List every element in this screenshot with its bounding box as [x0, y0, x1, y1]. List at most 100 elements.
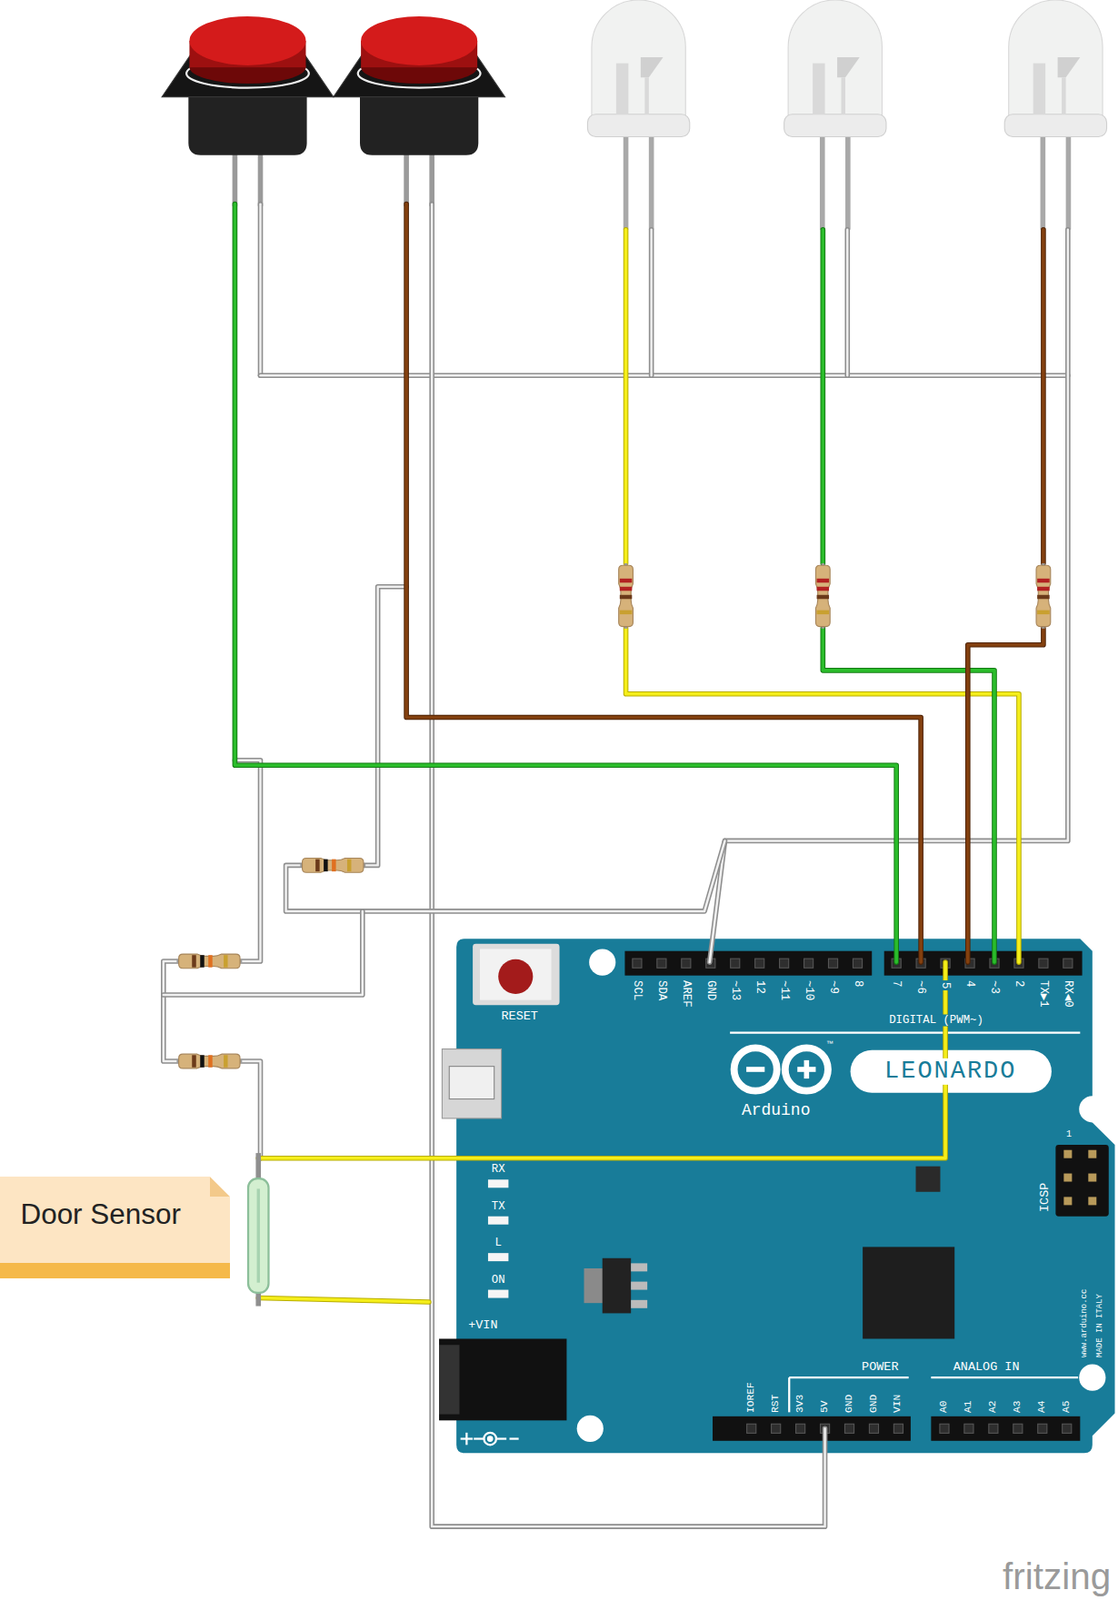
header-pin: [893, 1424, 903, 1434]
pin-name: GND: [844, 1394, 856, 1413]
wire: [258, 1298, 430, 1303]
pin-name: RX◀0: [1061, 980, 1074, 1009]
push-button: [333, 16, 506, 207]
pin-name: IOREF: [746, 1382, 758, 1414]
header-label: POWER: [861, 1361, 899, 1375]
wire: [626, 628, 1019, 963]
wire: [406, 204, 921, 963]
watermark: fritzing: [1002, 1557, 1111, 1597]
wire: [626, 628, 1019, 963]
arduino-board: [729, 1031, 1080, 1034]
wire: [1040, 229, 1047, 564]
wire: [709, 229, 1069, 963]
led: [1040, 130, 1047, 230]
trademark: ™: [826, 1040, 834, 1049]
power-jack: [439, 1338, 567, 1421]
resistor-symbol: [302, 858, 364, 874]
resistor-symbol: [619, 595, 632, 599]
icsp-header: [1063, 1197, 1072, 1206]
pin-name: A1: [963, 1400, 975, 1413]
resistor-symbol: [1037, 610, 1049, 615]
wire: [163, 911, 363, 996]
wire: [821, 229, 826, 564]
led: [623, 130, 629, 230]
header-pin: [681, 958, 691, 969]
wire: [1041, 229, 1046, 564]
board-model: LEONARDO: [882, 1058, 1019, 1085]
pin-name: GND: [868, 1394, 880, 1413]
pin-name: 2: [1013, 980, 1026, 988]
arduino-board: [788, 1377, 909, 1379]
wire: [1042, 229, 1044, 564]
wire: [968, 628, 1044, 963]
polarity-symbol: [496, 1437, 507, 1440]
pin-name: ~9: [827, 980, 839, 995]
resistor-symbol: [223, 955, 228, 968]
led: [837, 57, 860, 78]
wire: [846, 229, 849, 377]
pin-name: 12: [753, 980, 766, 995]
arduino-board: [1078, 1096, 1106, 1123]
wire: [844, 229, 850, 377]
header-pin: [657, 958, 667, 969]
led: [784, 0, 887, 230]
wire: [406, 204, 921, 963]
led: [1061, 77, 1066, 114]
pin-name: SCL: [630, 980, 643, 1001]
microcontroller-chip: [862, 1247, 955, 1339]
pin-name: A4: [1037, 1400, 1049, 1413]
wire: [258, 204, 264, 377]
header-pin: [804, 958, 814, 969]
pin-header: [624, 951, 872, 977]
header-pin: [844, 1424, 854, 1434]
wire: [258, 962, 946, 1159]
polarity-symbol: [509, 1437, 520, 1440]
reed-switch: [248, 1178, 269, 1294]
header-pin: [632, 958, 642, 969]
wire: [648, 229, 655, 377]
push-button: [188, 97, 307, 156]
voltage-regulator: [630, 1300, 648, 1309]
led: [648, 130, 655, 230]
pin-name: 7: [890, 980, 903, 988]
header-label: ICSP: [1038, 1183, 1052, 1213]
resistor-symbol: [176, 954, 242, 969]
header-pin: [1038, 1424, 1048, 1434]
header-pin: [730, 958, 740, 969]
wire: [431, 204, 825, 1528]
resistor-symbol: [315, 859, 320, 872]
reset-button: [472, 944, 559, 1006]
icsp-header: [1063, 1174, 1072, 1183]
led: [819, 130, 826, 230]
polarity-symbol: [465, 1433, 468, 1446]
pin-header: [624, 951, 1082, 1442]
push-button: [359, 97, 479, 156]
jack-label: +VIN: [468, 1319, 498, 1333]
note-box: Door Sensor: [0, 1177, 230, 1279]
resistor-symbol: [619, 578, 632, 583]
resistor-symbol: [815, 565, 830, 627]
header-pin: [771, 1424, 781, 1434]
resistor-symbol: [1036, 563, 1051, 629]
model-plate: [850, 1050, 1052, 1094]
wire: [234, 204, 897, 963]
icsp-header: [1063, 1150, 1072, 1159]
led-label: RX: [491, 1164, 506, 1177]
arduino-logo: [785, 1048, 829, 1091]
arduino-logo: [804, 1060, 810, 1079]
resistor-symbol: [191, 1055, 196, 1068]
wire: [240, 1061, 260, 1159]
wire: [709, 229, 1069, 963]
resistor-symbol: [199, 1055, 204, 1068]
led: [587, 0, 689, 230]
resistor-symbol: [176, 563, 1050, 1069]
wire: [363, 587, 407, 867]
pin-header: [884, 951, 1083, 977]
resistor-symbol: [1037, 578, 1049, 583]
pin-name: GND: [704, 980, 717, 1001]
pin-name: 8: [851, 980, 864, 988]
wire: [163, 961, 179, 1062]
folded-corner: [209, 1177, 230, 1198]
